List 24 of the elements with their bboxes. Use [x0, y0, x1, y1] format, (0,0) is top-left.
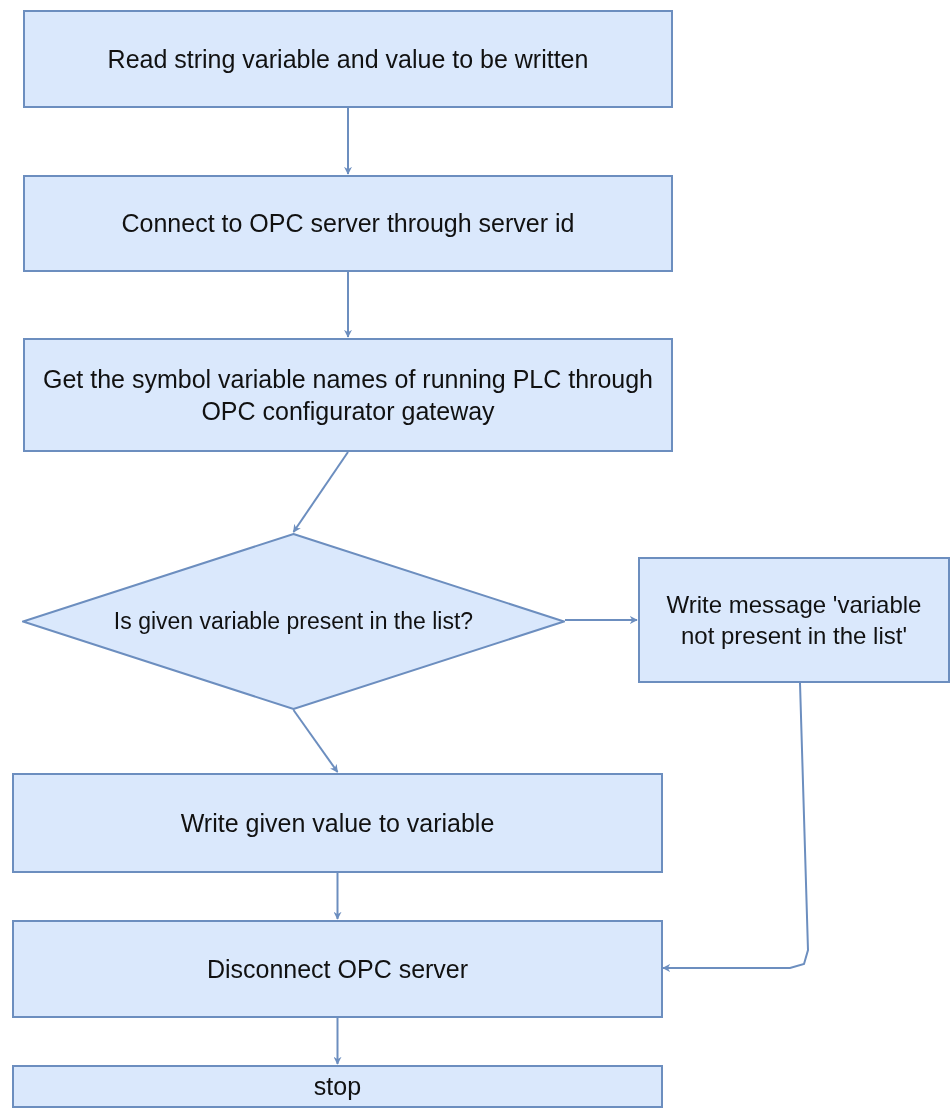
- process-box: [12, 920, 663, 1018]
- node-label: Get the symbol variable names of running PLC through OPC configurator gateway: [41, 363, 655, 427]
- node-label: Disconnect OPC server: [205, 953, 470, 985]
- node-label: Write message 'variable not present in the list': [665, 589, 923, 651]
- arrow: [344, 107, 352, 175]
- node-label: Connect to OPC server through server id: [120, 208, 576, 240]
- node-label: stop: [312, 1071, 363, 1103]
- process-box: [12, 1065, 663, 1108]
- process-box: [23, 175, 673, 272]
- arrow: [564, 616, 638, 624]
- arrow: [292, 709, 339, 773]
- node-label: Is given variable present in the list?: [112, 606, 475, 636]
- arrow: [333, 1017, 342, 1065]
- node-label: Read string variable and value to be written: [106, 43, 590, 75]
- process-box: [23, 338, 673, 452]
- arrow: [662, 682, 809, 972]
- decision-diamond: [22, 533, 565, 710]
- process-box: [638, 557, 950, 683]
- arrow: [292, 451, 349, 533]
- arrow: [333, 872, 342, 920]
- arrow: [344, 271, 352, 338]
- process-box: [12, 773, 663, 873]
- process-box: [23, 10, 673, 108]
- node-label: Write given value to variable: [179, 807, 496, 839]
